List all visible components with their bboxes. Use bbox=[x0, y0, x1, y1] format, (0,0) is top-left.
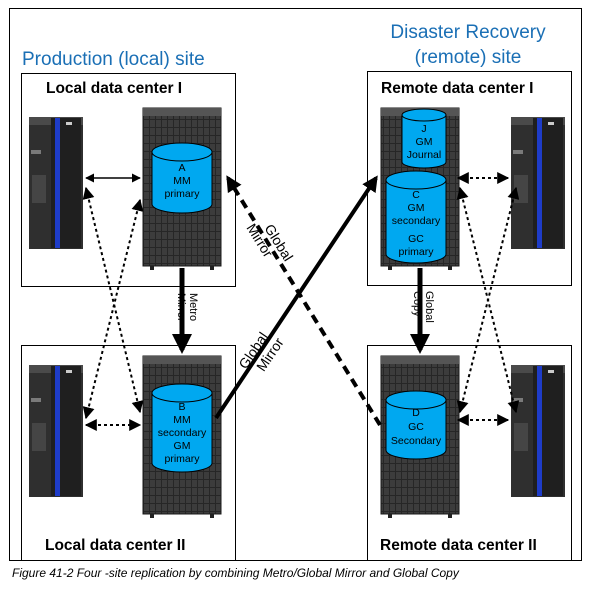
local-data-center-1-label: Local data center I bbox=[46, 80, 183, 97]
link-cross-remote-b bbox=[456, 186, 520, 414]
volume-c-line-3: secondary bbox=[392, 215, 441, 227]
volume-d-line-3: Secondary bbox=[391, 435, 442, 447]
diagram-frame bbox=[9, 8, 582, 561]
volume-b-line-4: GM bbox=[174, 440, 191, 452]
dr-site-title-line1: Disaster Recovery bbox=[390, 22, 546, 43]
global-copy-label: Global Copy bbox=[411, 291, 435, 323]
volume-b-line-2: MM bbox=[173, 414, 191, 426]
server-local-2 bbox=[29, 365, 83, 497]
dr-site-title-line2: (remote) site bbox=[414, 47, 522, 68]
volume-c-line-4: GC bbox=[408, 233, 424, 245]
volume-b-line-5: primary bbox=[164, 453, 200, 465]
link-cross-local-b bbox=[82, 198, 144, 420]
volume-a-cylinder: A MM primary bbox=[151, 142, 213, 214]
volume-b-cylinder: B MM secondary GM primary bbox=[151, 383, 213, 473]
metro-mirror-label: Metro Mirror bbox=[175, 293, 199, 322]
volume-b-line-3: secondary bbox=[158, 427, 207, 439]
volume-j-line-2: GM bbox=[416, 136, 433, 148]
server-local-1 bbox=[29, 117, 83, 249]
global-mirror-solid-link bbox=[214, 175, 378, 420]
volume-a-line-3: primary bbox=[164, 188, 200, 200]
remote-data-center-1-label: Remote data center I bbox=[381, 80, 534, 97]
server-remote-1 bbox=[511, 117, 565, 249]
link-cross-local-a bbox=[82, 186, 144, 414]
volume-a-line-1: A bbox=[178, 162, 185, 174]
global-copy-label-line-1: Global bbox=[423, 291, 435, 323]
server-remote-2 bbox=[511, 365, 565, 497]
volume-c-line-5: primary bbox=[398, 246, 434, 258]
volume-d-cylinder: D GC Secondary bbox=[385, 390, 447, 460]
volume-j-cylinder: J GM Journal bbox=[401, 108, 447, 169]
figure-caption: Figure 41-2 Four -site replication by co… bbox=[12, 566, 459, 580]
global-mirror-dashed-link bbox=[226, 175, 382, 427]
volume-c-line-2: GM bbox=[408, 202, 425, 214]
global-copy-label-line-2: Copy bbox=[411, 291, 423, 317]
global-mirror-solid-label: Global Mirror bbox=[235, 329, 287, 374]
volume-d-line-2: GC bbox=[408, 421, 424, 433]
production-site-title: Production (local) site bbox=[22, 49, 205, 70]
volume-j-line-3: Journal bbox=[407, 149, 441, 161]
metro-mirror-label-line-1: Metro bbox=[187, 293, 199, 321]
local-data-center-2-label: Local data center II bbox=[45, 537, 186, 554]
remote-data-center-2-label: Remote data center II bbox=[380, 537, 537, 554]
volume-a-line-2: MM bbox=[173, 175, 191, 187]
metro-mirror-label-line-2: Mirror bbox=[175, 293, 187, 322]
volume-j-line-1: J bbox=[421, 123, 426, 135]
volume-c-line-1: C bbox=[412, 189, 420, 201]
volume-c-cylinder: C GM secondary GC primary bbox=[385, 170, 447, 264]
volume-b-line-1: B bbox=[178, 401, 185, 413]
global-mirror-dashed-label: Global Mirror bbox=[243, 221, 296, 264]
volume-d-line-1: D bbox=[412, 407, 420, 419]
